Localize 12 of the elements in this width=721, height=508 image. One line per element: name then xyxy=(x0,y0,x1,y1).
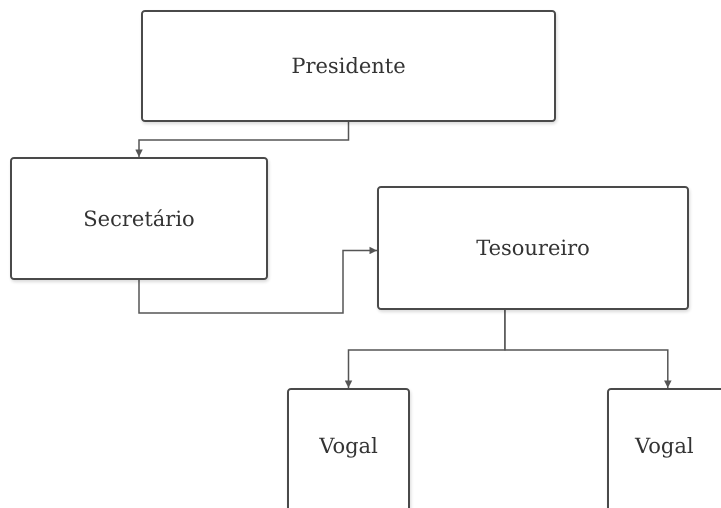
connector-arrow xyxy=(135,122,350,157)
box-label: Secretário xyxy=(83,206,195,230)
box-label: Presidente xyxy=(291,54,406,78)
box-label: Vogal xyxy=(319,434,378,458)
process-box xyxy=(141,10,556,122)
process-box xyxy=(377,186,689,310)
process-box xyxy=(10,157,268,280)
box-label: Tesoureiro xyxy=(476,236,590,260)
connector-arrow xyxy=(138,246,377,314)
box-label: Vogal xyxy=(635,434,694,458)
connector-arrow xyxy=(504,310,672,388)
process-box xyxy=(287,388,410,508)
